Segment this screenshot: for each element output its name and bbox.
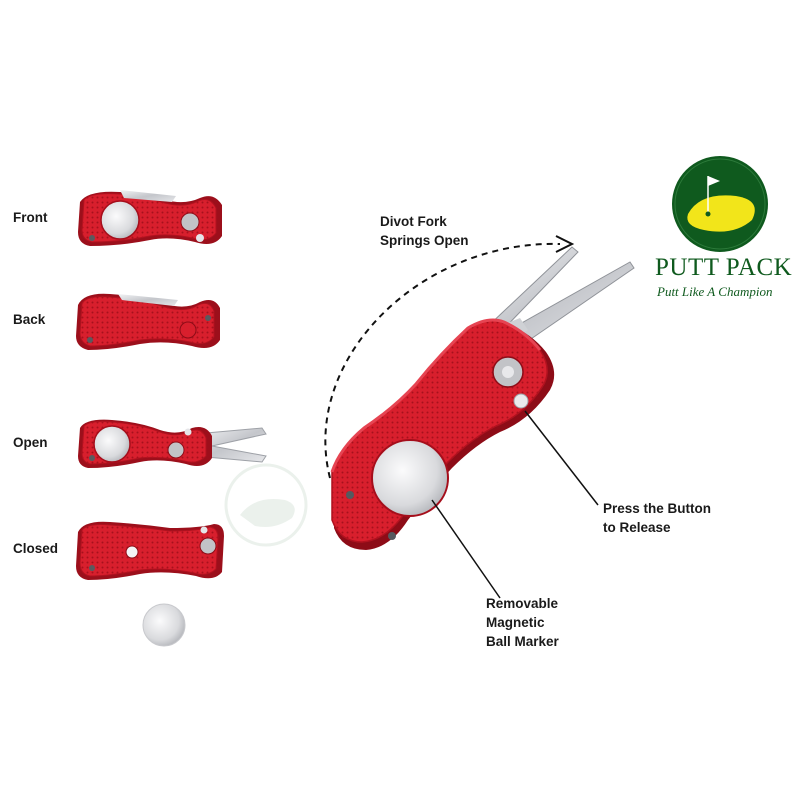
back-view-tool bbox=[76, 293, 220, 350]
putt-pack-logo bbox=[670, 154, 770, 254]
open-view-tool bbox=[78, 419, 267, 468]
callout-divot-fork: Divot Fork Springs Open bbox=[380, 212, 469, 250]
brand-tagline: Putt Like A Champion bbox=[657, 284, 773, 299]
callout-marker-line-1: Removable bbox=[486, 596, 559, 611]
ball-marker-disc bbox=[142, 603, 186, 647]
arc-arrowhead bbox=[555, 235, 575, 253]
front-view-tool bbox=[78, 190, 222, 246]
marker-leader-line bbox=[431, 499, 501, 599]
callout-divot-line-1: Divot Fork bbox=[380, 214, 447, 229]
callout-button-line-1: Press the Button bbox=[603, 501, 712, 516]
button-leader-line bbox=[524, 410, 599, 506]
callout-release-button: Press the Button to Release bbox=[603, 499, 711, 537]
main-tool bbox=[330, 246, 635, 550]
brand-name: PUTT PACK bbox=[655, 254, 793, 281]
watermark-logo bbox=[224, 463, 308, 547]
label-closed: Closed bbox=[13, 541, 59, 556]
callout-marker-line-2: Magnetic bbox=[486, 615, 545, 630]
label-back: Back bbox=[13, 312, 46, 327]
callout-button-line-2: to Release bbox=[603, 520, 671, 535]
callout-divot-line-2: Springs Open bbox=[380, 233, 469, 248]
closed-view-tool bbox=[76, 521, 224, 580]
callout-ball-marker: Removable Magnetic Ball Marker bbox=[486, 594, 559, 651]
label-open: Open bbox=[13, 435, 48, 450]
spring-open-arc bbox=[324, 242, 561, 479]
label-front: Front bbox=[13, 210, 48, 225]
callout-marker-line-3: Ball Marker bbox=[486, 634, 559, 649]
release-button bbox=[513, 393, 529, 409]
